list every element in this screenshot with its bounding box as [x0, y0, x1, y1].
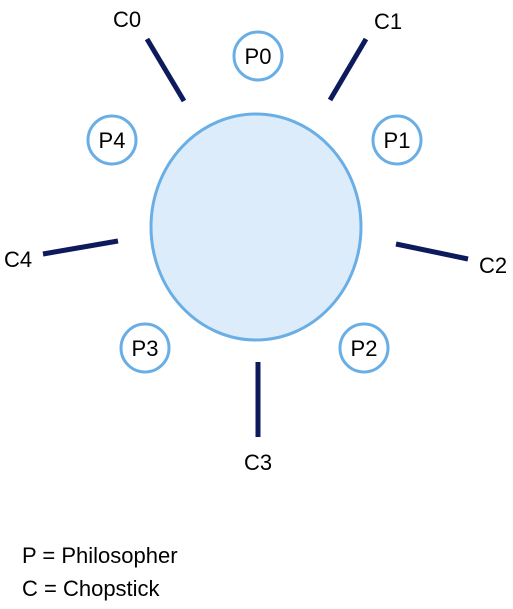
philosopher-label: P2 — [351, 336, 378, 361]
philosopher-label: P4 — [99, 128, 126, 153]
philosopher-label: P0 — [245, 44, 272, 69]
philosopher-p0: P0 — [232, 30, 284, 82]
chopstick-label-c3: C3 — [244, 450, 272, 475]
chopstick-label-c0: C0 — [113, 7, 141, 32]
chopstick-label-c2: C2 — [479, 253, 507, 278]
chopstick-c0 — [144, 37, 187, 103]
legend-philosopher: P = Philosopher — [22, 543, 178, 568]
chopstick-c4 — [42, 238, 119, 257]
chopstick-label-c1: C1 — [374, 9, 402, 34]
philosopher-label: P3 — [132, 336, 159, 361]
philosopher-p2: P2 — [338, 322, 390, 374]
philosopher-p1: P1 — [371, 114, 423, 166]
philosopher-label: P1 — [384, 128, 411, 153]
philosopher-p3: P3 — [119, 322, 171, 374]
philosopher-p4: P4 — [86, 114, 138, 166]
legend-chopstick: C = Chopstick — [22, 576, 160, 601]
chopstick-label-c4: C4 — [4, 247, 32, 272]
chopstick-c1 — [327, 37, 369, 102]
table — [149, 112, 363, 342]
chopstick-c2 — [395, 241, 469, 262]
